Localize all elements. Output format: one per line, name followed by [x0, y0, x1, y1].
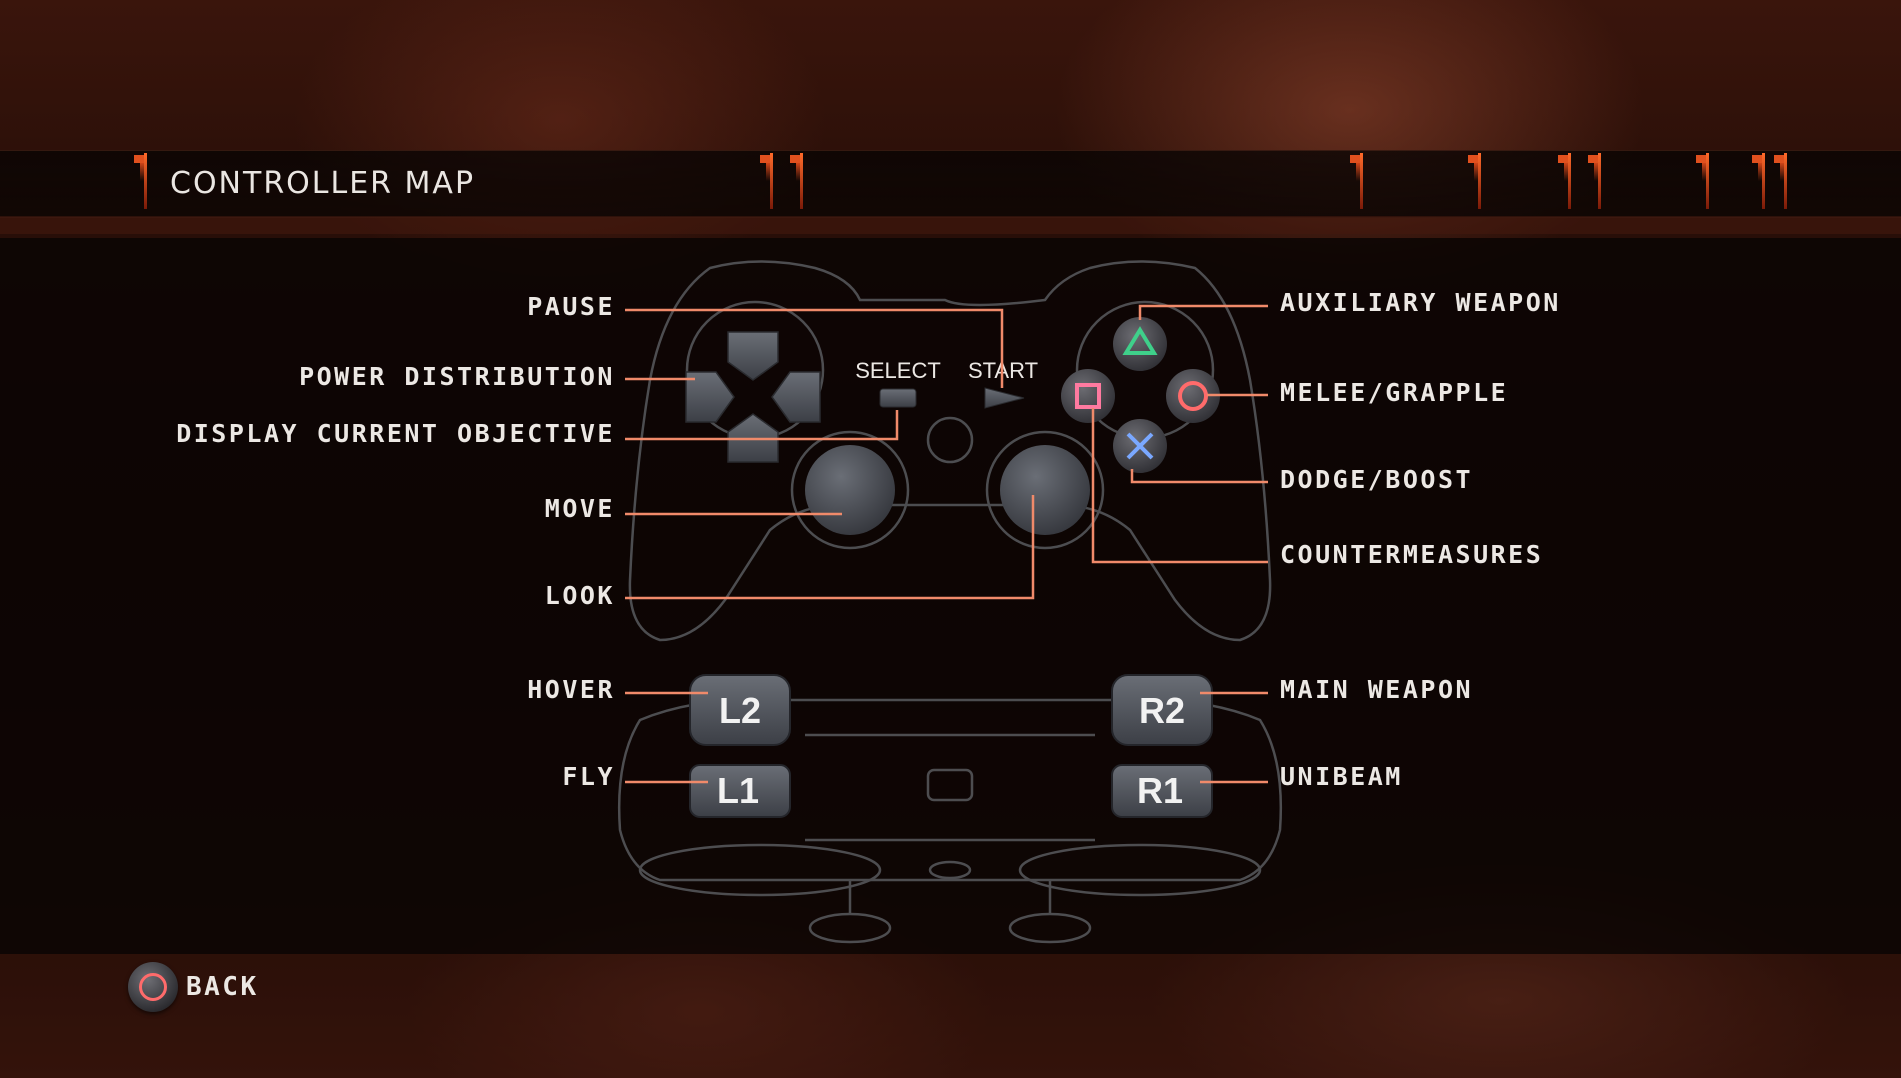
- l1-label: L1: [717, 770, 759, 811]
- cross-icon: [1126, 432, 1154, 460]
- title-stripe: [0, 216, 1901, 234]
- main-weapon-label: MAIN WEAPON: [1280, 675, 1474, 704]
- fly-label: FLY: [562, 762, 615, 791]
- look-label: LOOK: [544, 581, 615, 610]
- leader-lines: [625, 304, 1268, 784]
- dpad: [685, 331, 821, 463]
- circle-button: [1166, 369, 1220, 423]
- square-icon: [1075, 383, 1101, 409]
- flag-marker-icon: [1696, 153, 1710, 209]
- objective-leader: [625, 410, 899, 441]
- circle-button-icon: [128, 962, 178, 1012]
- flag-marker-icon: [1468, 153, 1482, 209]
- footer-bar: [0, 954, 1901, 1078]
- dpad-up-icon: [727, 331, 779, 381]
- look-leader: [625, 495, 1035, 600]
- countermeasures-label: COUNTERMEASURES: [1280, 540, 1544, 569]
- dpad-left-icon: [685, 371, 735, 423]
- r2-label: R2: [1139, 690, 1185, 731]
- flag-marker-icon: [134, 153, 148, 209]
- left-stick: [805, 445, 895, 535]
- melee-grapple-label: MELEE/GRAPPLE: [1280, 378, 1509, 407]
- flag-marker-icon: [1752, 153, 1766, 209]
- right-stick: [1000, 445, 1090, 535]
- back-button[interactable]: BACK: [128, 962, 288, 1014]
- flag-marker-icon: [790, 153, 804, 209]
- r1-button: R1: [1111, 764, 1213, 818]
- back-label: BACK: [186, 972, 259, 1002]
- select-button: [879, 388, 917, 408]
- title-bar: [0, 150, 1901, 218]
- square-button: [1061, 369, 1115, 423]
- l1-button: L1: [689, 764, 791, 818]
- l2-label: L2: [719, 690, 761, 731]
- flag-marker-icon: [760, 153, 774, 209]
- flag-marker-icon: [1774, 153, 1788, 209]
- display-current-objective-label: DISPLAY CURRENT OBJECTIVE: [176, 419, 615, 448]
- content-panel: [0, 238, 1901, 954]
- select-label: SELECT: [855, 358, 941, 383]
- pause-leader: [625, 308, 1004, 388]
- r2-button: R2: [1111, 674, 1213, 746]
- circle-icon: [1178, 381, 1208, 411]
- auxiliary-weapon-label: AUXILIARY WEAPON: [1280, 288, 1561, 317]
- triangle-button: [1113, 317, 1167, 371]
- pause-label: PAUSE: [527, 292, 615, 321]
- flag-marker-icon: [1350, 153, 1364, 209]
- dodge-leader: [1130, 469, 1268, 484]
- power-distribution-label: POWER DISTRIBUTION: [299, 362, 615, 391]
- dpad-right-icon: [771, 371, 821, 423]
- dodge-boost-label: DODGE/BOOST: [1280, 465, 1474, 494]
- start-button: [984, 387, 1025, 409]
- hover-label: HOVER: [527, 675, 615, 704]
- countermeasures-leader: [1091, 408, 1268, 564]
- aux-leader: [1138, 304, 1268, 320]
- unibeam-label: UNIBEAM: [1280, 762, 1403, 791]
- flag-marker-icon: [1588, 153, 1602, 209]
- l2-button: L2: [689, 674, 791, 746]
- controller-outline: [628, 260, 1272, 642]
- cross-button: [1113, 419, 1167, 473]
- page-title: CONTROLLER MAP: [170, 166, 476, 201]
- flag-marker-icon: [1558, 153, 1572, 209]
- r1-label: R1: [1137, 770, 1183, 811]
- move-label: MOVE: [544, 494, 615, 523]
- triangle-icon: [1122, 326, 1158, 355]
